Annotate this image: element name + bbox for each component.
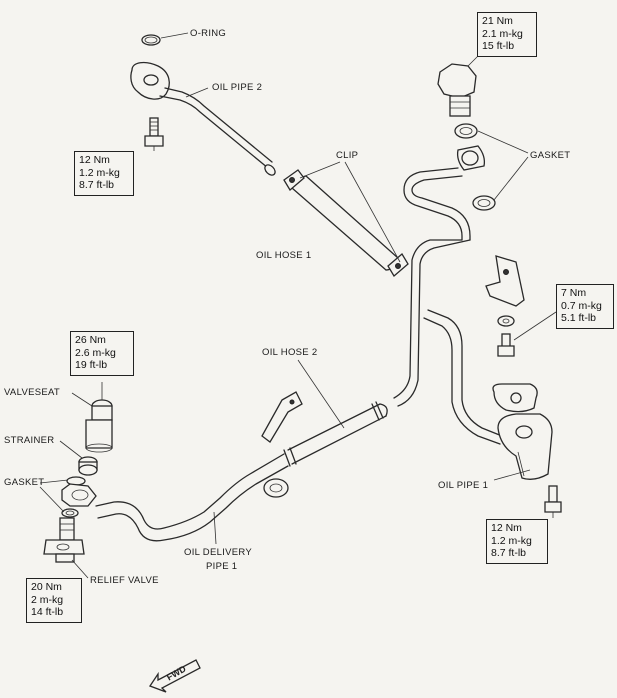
torque-ftlb: 15 ft-lb	[482, 40, 515, 52]
torque-nm: 12 Nm	[491, 522, 522, 534]
oil-pipe-1-leader	[493, 469, 531, 481]
strainer-part	[78, 456, 98, 476]
torque-box-union-bolt: 21 Nm 2.1 m-kg 15 ft-lb	[477, 12, 537, 57]
oil-hose-2-leader	[297, 359, 345, 429]
oil-hose-2-label: OIL HOSE 2	[262, 347, 318, 358]
oil-pipe-2-label: OIL PIPE 2	[212, 82, 263, 93]
valve-seat-label: VALVESEAT	[4, 387, 61, 398]
gasket-left-leader-1	[39, 479, 69, 484]
gasket-leader-2	[493, 156, 529, 201]
right-washer	[497, 315, 515, 327]
bracket-bolt-leader	[513, 311, 557, 341]
oil-hose-2-part	[283, 145, 486, 467]
oil-pipe-1-part	[423, 309, 553, 480]
o-ring-leader	[160, 32, 189, 39]
torque-ftlb: 8.7 ft-lb	[79, 179, 115, 191]
oil-pipe-2-leader	[185, 87, 209, 98]
union-bolt	[437, 63, 477, 117]
torque-ftlb: 8.7 ft-lb	[491, 547, 527, 559]
pipe-1-bolt	[544, 485, 562, 513]
torque-ftlb: 19 ft-lb	[75, 359, 108, 371]
oil-delivery-pipe-1-label-line2: PIPE 1	[206, 561, 238, 572]
clip-label: CLIP	[336, 150, 359, 161]
o-ring-label: O-RING	[190, 28, 227, 39]
torque-mkg: 2.6 m-kg	[75, 346, 116, 359]
relief-valve-part	[43, 517, 85, 563]
clip-leader-2	[344, 161, 401, 263]
torque-ftlb: 14 ft-lb	[31, 606, 64, 618]
torque-box-pipe-2-bolt: 12 Nm 1.2 m-kg 8.7 ft-lb	[74, 151, 134, 196]
torque-box-relief-valve: 20 Nm 2 m-kg 14 ft-lb	[26, 578, 82, 623]
o-ring-part	[141, 34, 161, 46]
gasket-leader-1	[477, 130, 529, 154]
lower-gasket	[472, 195, 496, 211]
center-bracket	[261, 391, 303, 443]
left-gasket-lower	[61, 508, 79, 518]
torque-ftlb: 5.1 ft-lb	[561, 312, 597, 324]
torque-nm: 21 Nm	[482, 15, 513, 27]
strainer-label: STRAINER	[4, 435, 55, 446]
oil-delivery-pipe-1-label-line1: OIL DELIVERY	[184, 547, 253, 558]
torque-nm: 26 Nm	[75, 334, 106, 346]
clip-part-lower	[387, 253, 409, 277]
torque-nm: 12 Nm	[79, 154, 110, 166]
oil-hose-1-label: OIL HOSE 1	[256, 250, 312, 261]
clip-part-upper	[283, 169, 305, 191]
torque-mkg: 1.2 m-kg	[491, 534, 532, 547]
relief-valve-leader	[71, 559, 89, 579]
strainer-leader	[59, 440, 83, 459]
torque-box-pipe-1-bolt: 12 Nm 1.2 m-kg 8.7 ft-lb	[486, 519, 548, 564]
gasket-left-leader-2	[39, 486, 65, 513]
gasket-left-label: GASKET	[4, 477, 45, 488]
torque-mkg: 2.1 m-kg	[482, 27, 523, 40]
oil-pipe-2-part	[130, 61, 276, 176]
pipe-2-bolt	[144, 117, 164, 147]
oil-delivery-pipe-leader	[213, 511, 217, 545]
torque-mkg: 2 m-kg	[31, 593, 64, 606]
torque-mkg: 0.7 m-kg	[561, 299, 602, 312]
valve-seat-part	[85, 399, 113, 453]
oil-pipe-1-label: OIL PIPE 1	[438, 480, 489, 491]
upper-gasket	[454, 123, 478, 139]
torque-box-valve-seat: 26 Nm 2.6 m-kg 19 ft-lb	[70, 331, 134, 376]
oil-delivery-pipe-1-part	[95, 453, 289, 542]
fwd-arrow-icon	[149, 659, 201, 693]
pipe-fitting	[61, 483, 97, 507]
valve-seat-leader	[71, 392, 93, 407]
torque-nm: 7 Nm	[561, 287, 587, 299]
bracket-bolt	[497, 333, 515, 357]
clip-leader-1	[299, 161, 341, 179]
right-bracket	[485, 255, 525, 307]
torque-mkg: 1.2 m-kg	[79, 166, 120, 179]
torque-box-bracket-bolt: 7 Nm 0.7 m-kg 5.1 ft-lb	[556, 284, 614, 329]
relief-valve-label: RELIEF VALVE	[90, 575, 159, 586]
torque-nm: 20 Nm	[31, 581, 62, 593]
gasket-top-label: GASKET	[530, 150, 571, 161]
